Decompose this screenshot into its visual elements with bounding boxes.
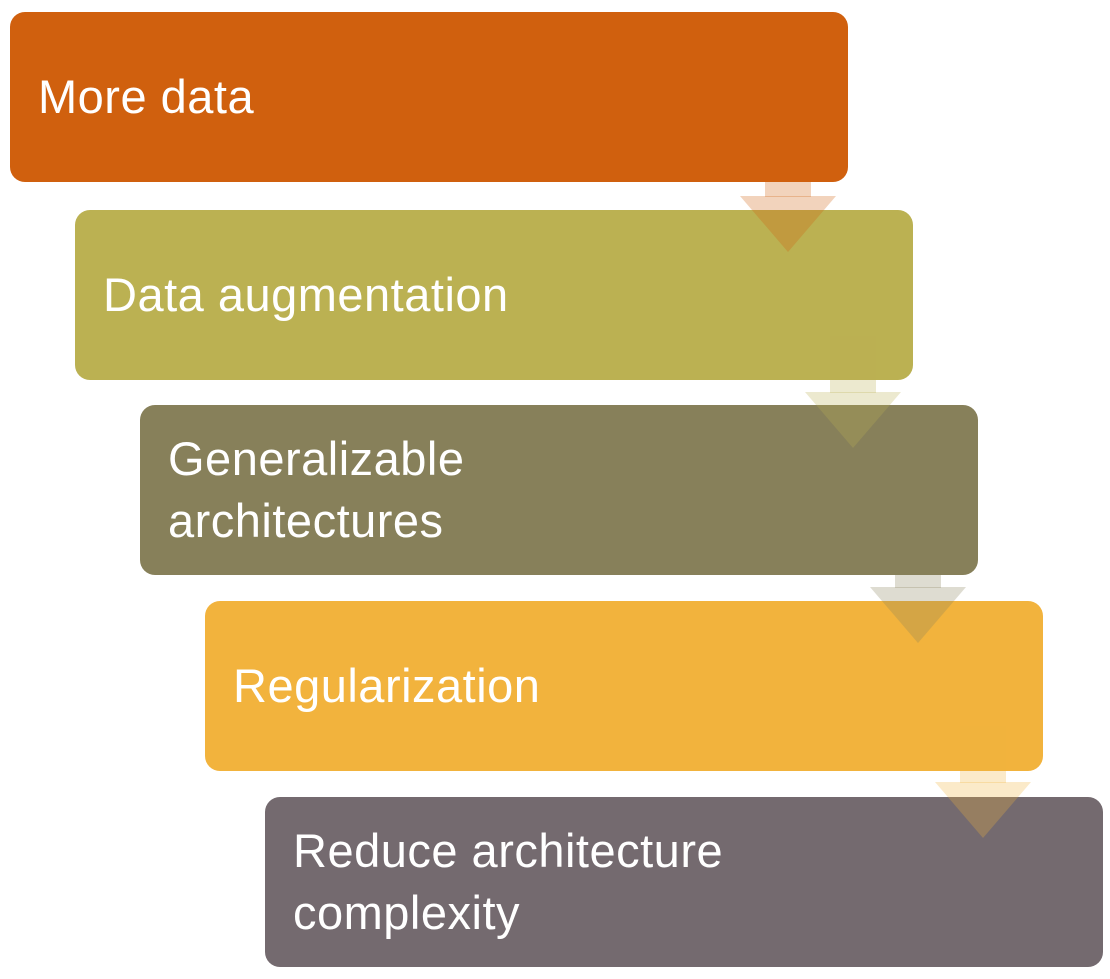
step-label: Data augmentation [103,267,509,321]
step-label: Generalizable architectures [168,431,465,547]
step-box-data-augmentation: Data augmentation [75,210,913,380]
step-box-reduce-architecture-complexity: Reduce architecture complexity [265,797,1103,967]
step-label: Reduce architecture complexity [293,823,724,939]
step-label: More data [38,69,255,123]
step-box-more-data: More data [10,12,848,182]
step-box-generalizable-architectures: Generalizable architectures [140,405,978,575]
step-box-regularization: Regularization [205,601,1043,771]
step-label: Regularization [233,658,541,712]
